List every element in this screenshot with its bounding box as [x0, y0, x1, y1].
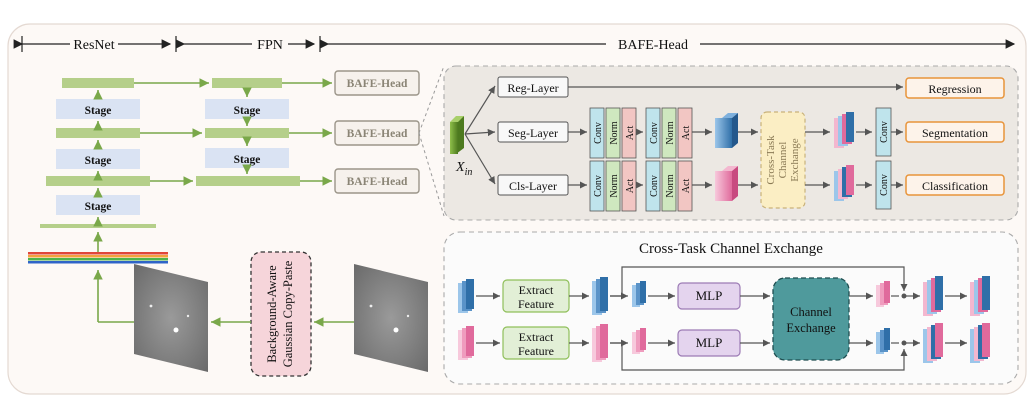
input-stripe-red [28, 252, 168, 255]
svg-text:Conv: Conv [879, 174, 890, 196]
bafe-head-label-3: BAFE-Head [347, 176, 408, 188]
bafe-head-label-2: BAFE-Head [347, 128, 408, 140]
resnet-backbone: Stage Stage Stage [28, 78, 168, 323]
cls-mixed-tensor [834, 165, 854, 201]
exchange-mixed-tensor-2 [923, 323, 943, 363]
cross-task-exchange-line3: Exchange [789, 138, 801, 181]
extracted-blue-tensor [592, 277, 608, 315]
input-label: Xin [455, 160, 472, 178]
extracted-pink-tensor [592, 324, 608, 362]
svg-text:Conv: Conv [649, 122, 660, 144]
svg-text:Extract: Extract [519, 330, 554, 344]
fpn-stage-label-2: Stage [234, 154, 261, 166]
seg-mixed-tensor [834, 112, 854, 148]
exchange-detail: Cross-Task Channel Exchange Extract Feat… [443, 231, 1019, 385]
classification-output [905, 174, 1005, 196]
bafe-head-box-3 [334, 168, 420, 194]
resnet-feature-bar-4 [40, 224, 156, 228]
fpn-stage-box-2 [205, 148, 289, 168]
svg-text:Act: Act [681, 126, 692, 141]
cross-task-exchange-box [760, 111, 806, 209]
header: ResNet FPN BAFE-Head [13, 36, 1016, 53]
resnet-stage-box-2 [56, 149, 140, 169]
augmentation-box [250, 251, 312, 377]
seg-cna-block-1: Conv Norm Act [589, 107, 637, 159]
bafe-head-boxes: BAFE-Head BAFE-Head BAFE-Head [334, 65, 445, 217]
fpn-feature-bar-1 [212, 78, 282, 88]
svg-text:Norm: Norm [665, 174, 676, 198]
resnet-feature-bar-1 [62, 78, 134, 88]
augmentation-label-line2: Gaussian Copy-Paste [281, 260, 295, 367]
svg-text:Conv: Conv [593, 175, 604, 197]
segmentation-label: Segmentation [922, 126, 988, 140]
svg-text:Exchange: Exchange [786, 321, 836, 335]
bafe-head-detail: Xin Reg-Layer Seg-Layer Cls-Layer Conv N… [443, 65, 1019, 221]
resnet-feature-bar-3 [46, 176, 150, 186]
pooled-blue-tensor [632, 281, 646, 307]
svg-text:Norm: Norm [609, 174, 620, 198]
pooled-pink-tensor [632, 328, 646, 354]
exchange-input-pink [458, 326, 474, 360]
resnet-stage-box-1 [56, 99, 140, 119]
svg-text:Feature: Feature [518, 344, 554, 358]
header-resnet: ResNet [73, 38, 114, 53]
exchange-output-tensor-1 [970, 276, 990, 316]
exchange-mixed-tensor-1 [923, 276, 943, 316]
svg-text:MLP: MLP [696, 288, 723, 303]
header-fpn: FPN [257, 38, 283, 53]
svg-text:Channel: Channel [790, 305, 832, 319]
cls-layer-label: Cls-Layer [509, 179, 557, 193]
exchanged-pink-tensor [876, 281, 890, 307]
svg-text:Norm: Norm [665, 121, 676, 145]
cls-cna-block-2: Conv Norm Act [645, 160, 693, 212]
svg-text:Extract: Extract [519, 283, 554, 297]
augmentation-label-line1: Background-Aware [265, 265, 279, 363]
fpn-neck: Stage Stage [134, 78, 332, 186]
resnet-feature-bar-2 [56, 128, 140, 138]
input-stripe-orange [28, 255, 168, 258]
segmentation-output [905, 121, 1005, 143]
resnet-stage-label-2: Stage [85, 155, 112, 167]
fpn-feature-bar-2 [205, 128, 289, 138]
fpn-stage-box-1 [205, 99, 289, 119]
exchange-input-blue [458, 279, 474, 313]
bafe-head-box-1 [334, 70, 420, 96]
augmented-image [354, 264, 428, 372]
input-stripe-green [28, 258, 168, 261]
svg-text:Feature: Feature [518, 297, 554, 311]
fpn-stage-label-1: Stage [234, 105, 261, 117]
svg-text:Act: Act [681, 179, 692, 194]
exchange-detail-title: Cross-Task Channel Exchange [639, 241, 823, 257]
channel-exchange-box [772, 277, 850, 361]
bafe-head-label-1: BAFE-Head [347, 78, 408, 90]
reg-layer-label: Reg-Layer [507, 81, 558, 95]
svg-text:Act: Act [625, 179, 636, 194]
svg-text:Norm: Norm [609, 121, 620, 145]
resnet-stage-box-3 [56, 195, 140, 215]
seg-layer-label: Seg-Layer [508, 126, 558, 140]
resnet-stage-label-3: Stage [85, 201, 112, 213]
exchanged-blue-tensor [876, 328, 890, 354]
header-bafe-head: BAFE-Head [618, 38, 688, 53]
svg-text:Act: Act [625, 126, 636, 141]
cross-task-exchange-line2: Channel [777, 142, 789, 179]
regression-output [905, 77, 1005, 99]
svg-text:Conv: Conv [649, 175, 660, 197]
cls-cna-block-1: Conv Norm Act [589, 160, 637, 212]
classification-label: Classification [922, 179, 988, 193]
resnet-stage-label-1: Stage [85, 105, 112, 117]
regression-label: Regression [928, 82, 981, 96]
original-image [134, 264, 208, 372]
fpn-feature-bar-3 [196, 176, 300, 186]
svg-text:Conv: Conv [879, 121, 890, 143]
svg-text:MLP: MLP [696, 335, 723, 350]
seg-cna-block-2: Conv Norm Act [645, 107, 693, 159]
cross-task-exchange-line1: Cross-Task [765, 135, 777, 185]
exchange-output-tensor-2 [970, 323, 990, 363]
svg-text:Conv: Conv [593, 122, 604, 144]
input-stripe-blue [28, 261, 168, 264]
augmentation-pipeline: Background-Aware Gaussian Copy-Paste [134, 251, 428, 377]
